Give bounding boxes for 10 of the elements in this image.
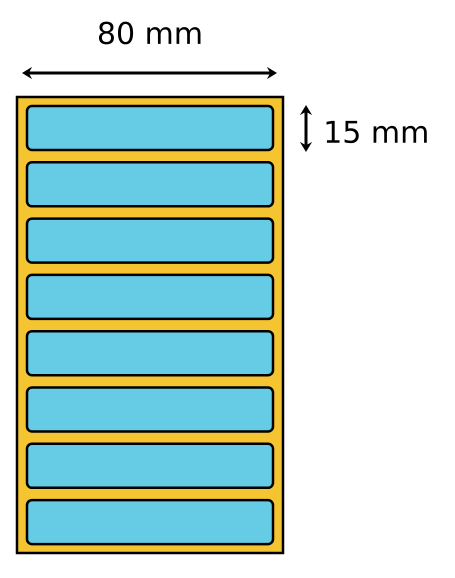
label-strip: [26, 498, 274, 546]
dimension-label: 80 mm: [98, 22, 200, 44]
label-strip: [26, 386, 274, 433]
label-strip: [26, 217, 274, 264]
label-strip: [26, 274, 274, 320]
label-strip: [26, 330, 274, 376]
label-strip: [26, 104, 274, 152]
label-strip: [26, 442, 274, 490]
dimension-label: 15 mm: [326, 120, 427, 144]
label-strip: [26, 161, 274, 208]
